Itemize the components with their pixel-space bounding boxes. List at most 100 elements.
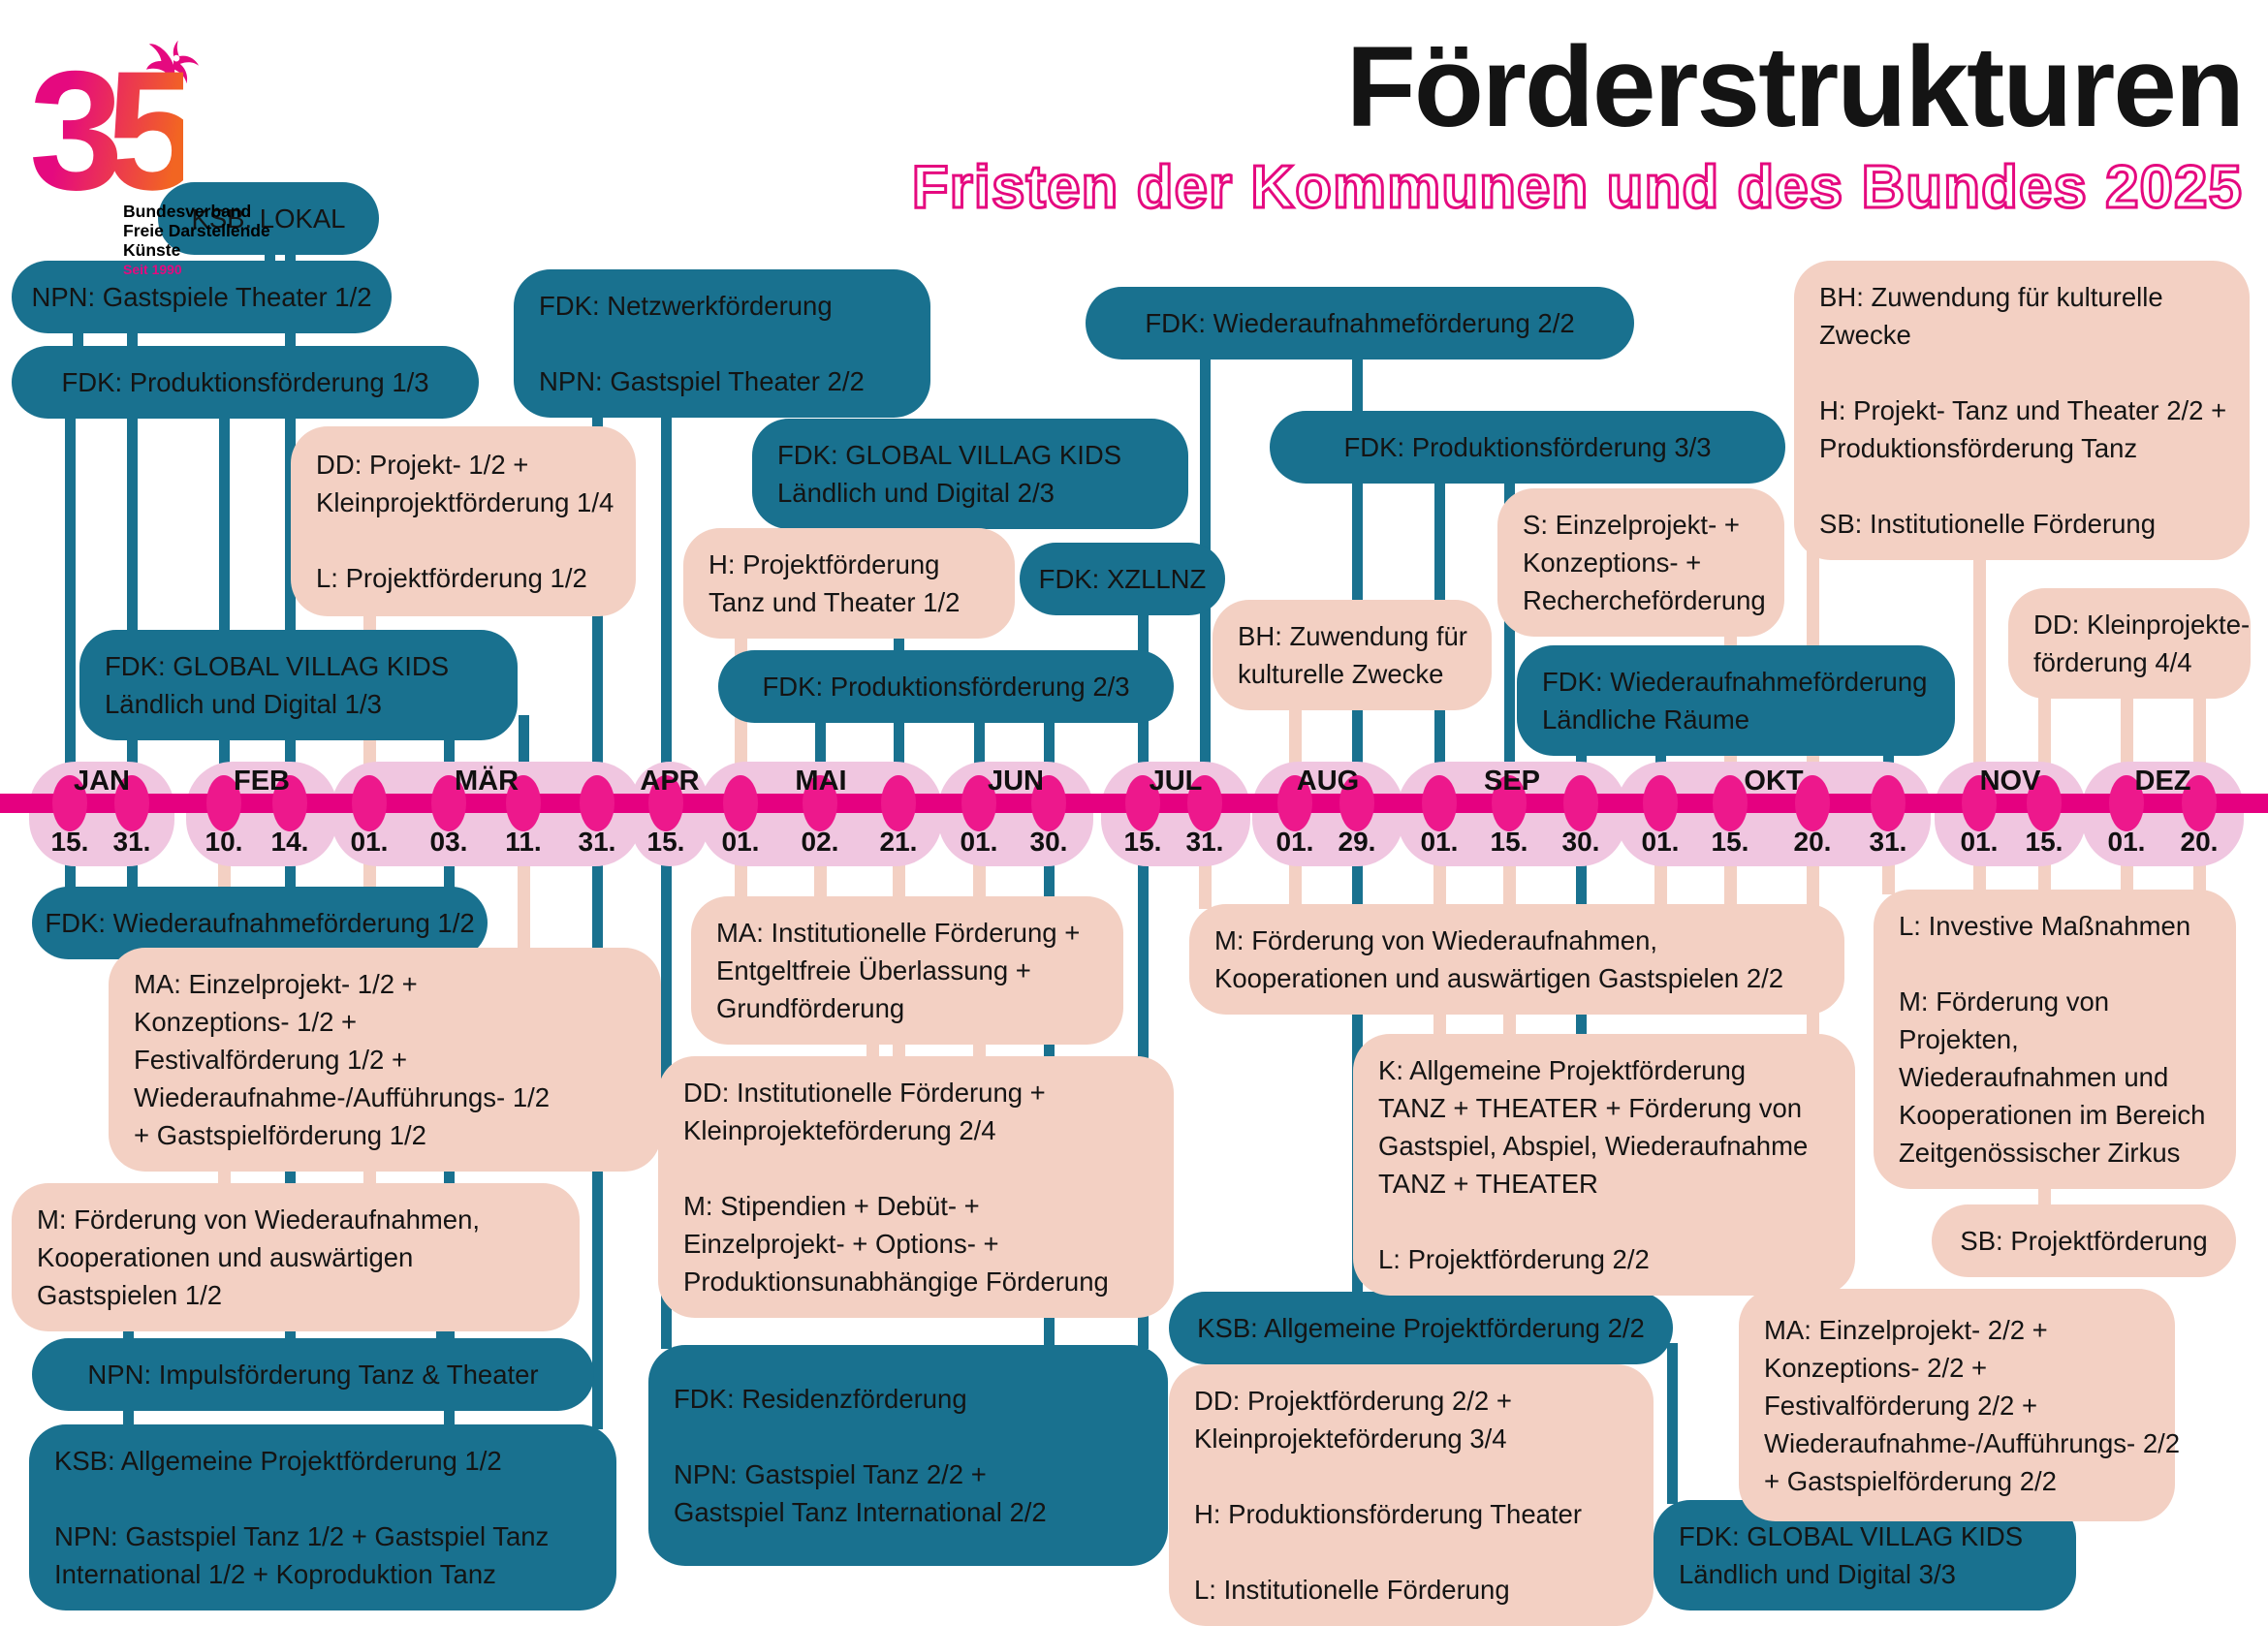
- date-label: 01.: [721, 827, 760, 857]
- timeline-date-dot: [648, 775, 683, 831]
- box-text-line: förderung 4/4: [2033, 647, 2192, 677]
- box-text-line: Wiederaufnahmen und: [1899, 1062, 2169, 1092]
- date-label: 02.: [801, 827, 839, 857]
- box-text-line: [1194, 1533, 1628, 1571]
- box-text-line: Konzeptions- +: [1523, 547, 1702, 578]
- box-text-line: M: Stipendien + Debüt- +: [683, 1191, 980, 1221]
- box-text-line: Grundförderung: [716, 993, 905, 1023]
- box-text-line: Kooperationen und auswärtigen Gastspiele…: [1214, 963, 1784, 993]
- box-text-line: KSB: LOKAL: [191, 203, 346, 234]
- connector-line: [218, 398, 230, 802]
- date-label: 01.: [1960, 827, 1999, 857]
- box-text-line: Zwecke: [1819, 320, 1911, 350]
- box-text-line: FDK: Produktionsförderung 3/3: [1343, 432, 1712, 462]
- box-dd-institutionelle-m-stipendien-block: DD: Institutionelle Förderung +Kleinproj…: [658, 1056, 1174, 1318]
- box-npn-impulsfoerderung-tanz-theater: NPN: Impulsförderung Tanz & Theater: [32, 1338, 594, 1411]
- box-ma-einzelprojekt-2-2-block: MA: Einzelprojekt- 2/2 +Konzeptions- 2/2…: [1739, 1289, 2180, 1521]
- date-label: 01.: [1276, 827, 1314, 857]
- box-text-line: BH: Zuwendung für kulturelle: [1819, 282, 2163, 312]
- date-label: 20.: [2180, 827, 2219, 857]
- bfdk-logo: 35 Bundesverband Freie Darstellende Küns…: [21, 19, 341, 277]
- box-text-line: kulturelle Zwecke: [1238, 659, 1444, 689]
- box-text-line: FDK: GLOBAL VILLAG KIDS: [1679, 1521, 2024, 1551]
- date-label: 01.: [2107, 827, 2146, 857]
- box-text-line: K: Allgemeine Projektförderung: [1378, 1055, 1747, 1085]
- timeline-date-dot: [1339, 775, 1374, 831]
- timeline-date-dot: [1713, 775, 1748, 831]
- month-label: FEB: [234, 766, 290, 797]
- box-text-line: NPN: Gastspiele Theater 1/2: [31, 282, 372, 312]
- box-text-line: L: Institutionelle Förderung: [1194, 1575, 1510, 1605]
- connector-line: [1351, 802, 1363, 1297]
- timeline-date-dot: [1871, 775, 1906, 831]
- box-text-line: Wiederaufnahme-/Aufführungs- 1/2: [134, 1082, 551, 1112]
- logo-since: Seit 1990: [123, 262, 182, 277]
- box-text-line: L: Projektförderung 2/2: [1378, 1244, 1650, 1274]
- connector-line: [284, 233, 296, 802]
- box-text-line: S: Einzelprojekt- +: [1523, 510, 1740, 540]
- bird-icon: [145, 40, 200, 86]
- timeline-date-dot: [1795, 775, 1830, 831]
- date-label: 31.: [1185, 827, 1224, 857]
- date-label: 15.: [50, 827, 89, 857]
- box-dd-projekt-kleinprojektfoerderung-l-projektfoerderung: DD: Projekt- 1/2 +Kleinprojektförderung …: [291, 426, 636, 616]
- page-title: Förderstrukturen: [1345, 23, 2245, 151]
- box-text-line: H: Projektförderung: [709, 549, 940, 579]
- connector-line: [1666, 1343, 1678, 1504]
- month-label: AUG: [1296, 766, 1360, 797]
- box-text-line: Gastspiel, Abspiel, Wiederaufnahme: [1378, 1131, 1809, 1161]
- month-blob: [1252, 762, 1403, 866]
- timeline-date-dot: [431, 775, 466, 831]
- timeline-date-dot: [881, 775, 916, 831]
- box-text-line: L: Projektförderung 1/2: [316, 563, 587, 593]
- box-text-line: M: Förderung von Wiederaufnahmen,: [37, 1204, 481, 1235]
- box-text-line: NPN: Impulsförderung Tanz & Theater: [87, 1360, 539, 1390]
- connector-line: [64, 398, 76, 802]
- box-text-line: FDK: Wiederaufnahmeförderung 1/2: [45, 908, 475, 938]
- timeline-date-dot: [1643, 775, 1678, 831]
- connector-line: [1972, 547, 1986, 802]
- box-text-line: BH: Zuwendung für: [1238, 621, 1467, 651]
- box-text-line: FDK: GLOBAL VILLAG KIDS: [777, 440, 1122, 470]
- box-text-line: DD: Projekt- 1/2 +: [316, 450, 529, 480]
- box-text-line: SB: Projektförderung: [1960, 1226, 2208, 1256]
- box-text-line: FDK: XZLLNZ: [1038, 564, 1207, 594]
- box-text-line: [1378, 1203, 1830, 1240]
- date-label: 31.: [1869, 827, 1907, 857]
- box-text-line: [316, 521, 611, 559]
- date-label: 15.: [2025, 827, 2063, 857]
- box-text-line: Tanz und Theater 1/2: [709, 587, 961, 617]
- month-blob: [2082, 762, 2244, 866]
- timeline-date-dot: [723, 775, 758, 831]
- timeline-date-dot: [1492, 775, 1527, 831]
- month-label: NOV: [1979, 766, 2041, 797]
- box-ma-institutionelle-foerderung: MA: Institutionelle Förderung +Entgeltfr…: [691, 896, 1123, 1045]
- box-text-line: [1899, 945, 2211, 983]
- box-text-line: Kooperationen und auswärtigen: [37, 1242, 414, 1272]
- box-text-line: H: Produktionsförderung Theater: [1194, 1499, 1582, 1529]
- timeline-date-dot: [2182, 775, 2217, 831]
- box-text-line: DD: Institutionelle Förderung +: [683, 1078, 1046, 1108]
- box-text-line: Kleinprojekteförderung 3/4: [1194, 1423, 1507, 1454]
- box-ksb-lokal: KSB: LOKAL: [158, 182, 379, 255]
- box-text-line: Festivalförderung 2/2 +: [1764, 1390, 2038, 1421]
- box-text-line: Ländlich und Digital 2/3: [777, 478, 1055, 508]
- box-m-foerderung-wiederaufnahmen-1-2: M: Förderung von Wiederaufnahmen, Koopera…: [12, 1183, 580, 1331]
- connector-line: [1503, 463, 1515, 802]
- date-label: 15.: [1123, 827, 1162, 857]
- date-label: 10.: [205, 827, 243, 857]
- date-label: 11.: [505, 827, 542, 857]
- box-text-line: Ländliche Räume: [1542, 704, 1750, 735]
- box-fdk-global-villag-kids-2-3: FDK: GLOBAL VILLAG KIDS Ländlich und Digi…: [752, 419, 1188, 529]
- box-text-line: Projekten,: [1899, 1024, 2019, 1054]
- box-text-line: Zeitgenössischer Zirkus: [1899, 1138, 2181, 1168]
- timeline-date-dot: [272, 775, 307, 831]
- logo-35: 35: [29, 37, 201, 226]
